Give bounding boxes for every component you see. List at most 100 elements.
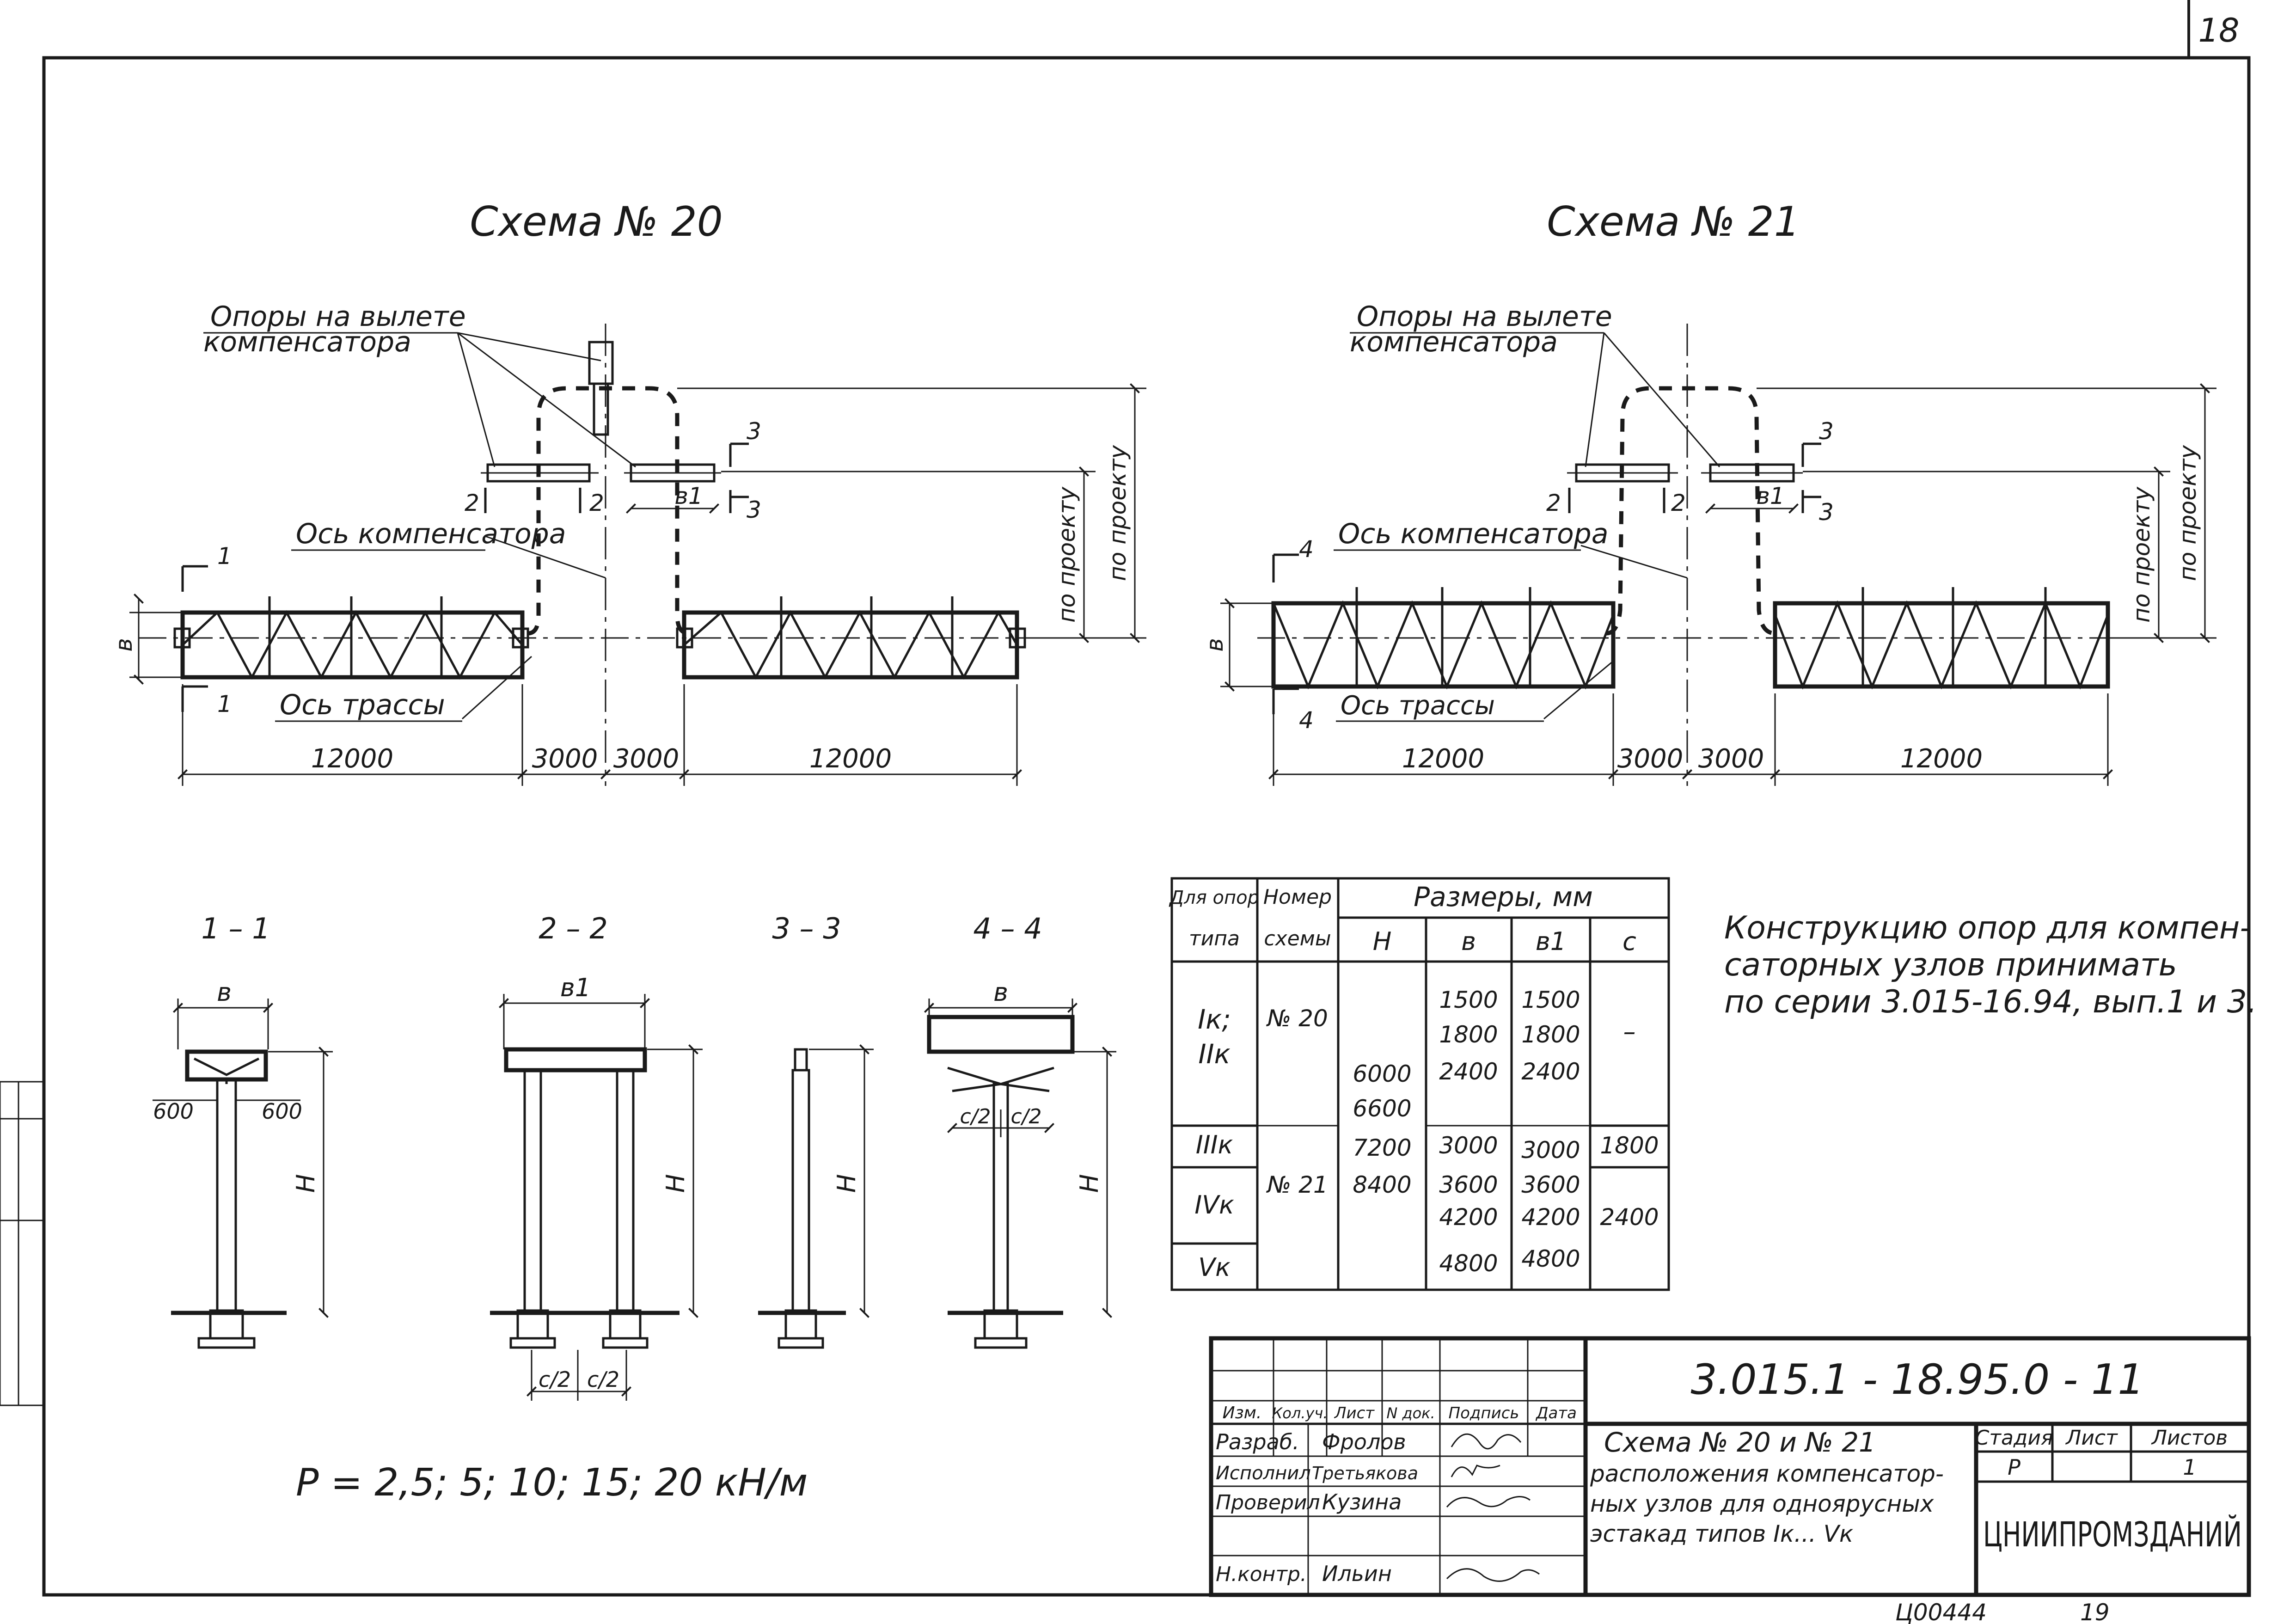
scheme-20-sec2-right: 2: [589, 490, 604, 516]
table-r3-b1-2: 4200: [1521, 1204, 1580, 1231]
archive-page: 19: [2080, 1599, 2110, 1624]
section-1-1: 1 – 1 в 600 600 H: [153, 912, 333, 1349]
scheme-21-supports-label-2: компенсатора: [1350, 326, 1558, 358]
scheme-20-sec1-bot: 1: [217, 691, 232, 717]
table-r1-b-2: 1800: [1439, 1021, 1498, 1048]
title-block: Изм. Кол.уч. Лист N док. Подпись Дата Ра…: [1209, 1336, 2251, 1597]
tb-org: ЦНИИПРОМЗДАНИЙ: [1983, 1514, 2242, 1555]
section-4-4-b: в: [993, 978, 1008, 1007]
section-2-2-b1: в1: [560, 973, 591, 1002]
scheme-20-dim-12000-left: 12000: [311, 744, 393, 774]
note-line-2: саторных узлов принимать: [1724, 947, 2177, 983]
section-4-4-c2a: с/2: [960, 1105, 991, 1128]
scheme-21-sec3-bot: 3: [1819, 499, 1834, 526]
tb-desc-2: расположения компенсатор-: [1590, 1460, 1944, 1487]
table-r2-b: 3000: [1439, 1132, 1498, 1159]
table-r3-scheme: № 21: [1266, 1171, 1328, 1198]
scheme-20-sec3-bot: 3: [747, 496, 761, 523]
sheet-frame: [0, 0, 2251, 1597]
section-2-2-h: H: [661, 1174, 690, 1193]
tb-h-data: Дата: [1535, 1404, 1577, 1422]
section-3-3-title: 3 – 3: [772, 912, 841, 945]
tb-name-4: Ильин: [1322, 1561, 1392, 1586]
scheme-21-route-axis: Ось трассы: [1341, 691, 1495, 721]
table-r2-b1: 3000: [1521, 1137, 1580, 1164]
table-r2-c: 1800: [1600, 1132, 1659, 1159]
signature-2: [1451, 1465, 1500, 1477]
scheme-21-dim-b: в: [1201, 638, 1228, 651]
scheme-20-supports-label-1: Опоры на вылете: [210, 300, 466, 333]
tb-desc-4: эстакад типов Iк... Vк: [1590, 1520, 1853, 1547]
scheme-21-sec4-bot: 4: [1299, 707, 1314, 734]
tb-role-4: Н.контр.: [1216, 1563, 1307, 1586]
scheme-20-sec1-top: 1: [217, 543, 232, 570]
table-h-c: с: [1623, 927, 1636, 956]
table-r1-type-1: Iк;: [1198, 1004, 1231, 1035]
scheme-21-dim-3000-a: 3000: [1617, 744, 1684, 774]
scheme-20-sec3-top: 3: [747, 418, 761, 445]
tb-v-stadia: Р: [2008, 1455, 2020, 1480]
tb-role-1: Разраб.: [1216, 1429, 1299, 1454]
note-line-3: по серии 3.015-16.94, вып.1 и 3.: [1724, 984, 2257, 1020]
table-r1-b1-1: 1500: [1521, 987, 1580, 1013]
sheet-number: 18: [2198, 12, 2239, 49]
table-h-type-1: Для опор: [1169, 887, 1259, 908]
table-r3-b1-1: 3600: [1521, 1171, 1580, 1198]
table-r4-b1: 4800: [1521, 1245, 1580, 1272]
table-r1-b1-3: 2400: [1521, 1058, 1580, 1085]
note-line-1: Конструкцию опор для компен-: [1724, 910, 2251, 946]
load-note: P = 2,5; 5; 10; 15; 20 кН/м: [296, 1461, 808, 1505]
signature-3: [1446, 1496, 1531, 1508]
scheme-20: Схема № 20 Опоры на вылете компенсатора: [110, 198, 1146, 786]
scheme-20-per-project-2: по проекту: [1104, 445, 1131, 581]
construction-note: Конструкцию опор для компен- саторных уз…: [1724, 910, 2257, 1020]
scheme-21-dim-3000-b: 3000: [1698, 744, 1764, 774]
tb-h-stadia: Стадия: [1975, 1426, 2053, 1450]
scheme-21-per-project-1: по проекту: [2128, 486, 2155, 623]
tb-h-sheet: Лист: [2065, 1426, 2118, 1450]
scheme-21-title: Схема № 21: [1547, 198, 1800, 245]
section-3-3: 3 – 3 H: [758, 912, 874, 1349]
table-H-1: 6000: [1353, 1060, 1411, 1087]
tb-h-sheets: Листов: [2151, 1426, 2228, 1450]
tb-name-3: Кузина: [1322, 1489, 1402, 1514]
table-r1-b1-2: 1800: [1521, 1021, 1580, 1048]
signature-4: [1446, 1568, 1540, 1582]
section-3-3-h: H: [832, 1174, 861, 1193]
scheme-21-sec2-right: 2: [1671, 490, 1686, 516]
table-h-scheme-1: Номер: [1263, 885, 1332, 909]
scheme-21-sec4-top: 4: [1299, 536, 1314, 563]
table-r1-b-3: 2400: [1439, 1058, 1498, 1085]
tb-v-sheets: 1: [2183, 1455, 2196, 1480]
scheme-21-dim-12000-right: 12000: [1900, 744, 1983, 774]
section-1-1-600b: 600: [262, 1099, 302, 1124]
table-h-scheme-2: схемы: [1264, 927, 1331, 950]
tb-role-3: Проверил: [1216, 1491, 1320, 1514]
table-r3-c: 2400: [1600, 1204, 1659, 1231]
tb-name-2: Третьякова: [1312, 1463, 1418, 1483]
table-r1-c: –: [1623, 1017, 1636, 1046]
table-h-b: в: [1461, 927, 1476, 956]
section-4-4-h: H: [1075, 1174, 1104, 1193]
section-4-4: 4 – 4 в с/2 с/2 H: [924, 912, 1116, 1349]
section-2-2-title: 2 – 2: [539, 912, 607, 945]
section-2-2: 2 – 2 в1 с/2 с/2 H: [490, 912, 703, 1401]
section-4-4-c2b: с/2: [1010, 1105, 1041, 1128]
scheme-20-dim-12000-right: 12000: [809, 744, 892, 774]
tb-desc-1: Схема № 20 и № 21: [1604, 1427, 1876, 1458]
table-r4-b: 4800: [1439, 1250, 1498, 1277]
tb-h-ndok: N док.: [1386, 1404, 1435, 1422]
table-r3-b-2: 4200: [1439, 1204, 1498, 1231]
scheme-20-supports-label-2: компенсатора: [203, 326, 411, 358]
table-r3-type: IVк: [1194, 1190, 1234, 1220]
table-r3-b-1: 3600: [1439, 1171, 1498, 1198]
tb-h-podpis: Подпись: [1449, 1404, 1519, 1422]
table-h-sizes: Размеры, мм: [1414, 881, 1593, 913]
section-1-1-title: 1 – 1: [201, 912, 270, 945]
section-4-4-title: 4 – 4: [973, 912, 1042, 945]
signature-1: [1451, 1433, 1522, 1450]
table-H-4: 8400: [1353, 1171, 1411, 1198]
scheme-21-dim-12000-left: 12000: [1402, 744, 1484, 774]
scheme-20-dim-b1: в1: [674, 483, 703, 509]
